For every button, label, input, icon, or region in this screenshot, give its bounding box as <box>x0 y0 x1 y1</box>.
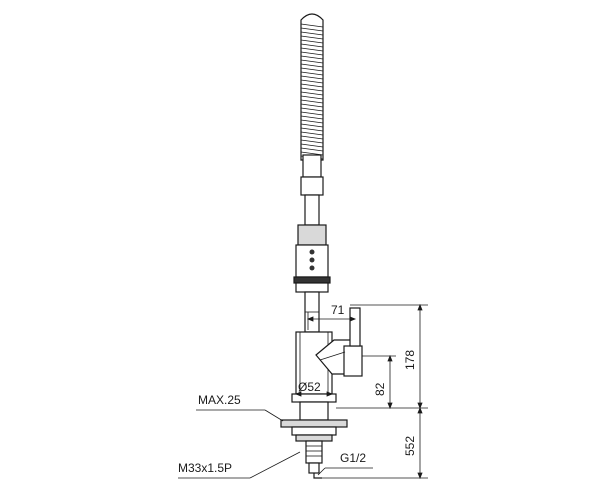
hose-coil <box>300 87 324 92</box>
hose-coil <box>300 67 324 72</box>
dim-178-label: 178 <box>403 350 417 370</box>
hose-coil <box>300 143 324 148</box>
hose-coil <box>300 71 324 76</box>
dim-552-label: 552 <box>403 436 417 456</box>
hose-coil <box>300 59 324 64</box>
mounting-plate <box>280 419 348 442</box>
callout-max-thickness: MAX.25 <box>198 393 241 407</box>
hose-coil <box>300 31 324 36</box>
hose-coil <box>300 95 324 100</box>
leader-lines <box>178 409 373 479</box>
hose-coil <box>300 47 324 52</box>
callout-mount-thread: M33x1.5P <box>178 461 232 475</box>
hose-coil <box>300 39 324 44</box>
dim-71-label: 71 <box>331 303 345 317</box>
hose-coil <box>300 111 324 116</box>
threaded-shank <box>305 440 323 479</box>
hose-coil <box>300 35 324 40</box>
dim-82-label: 82 <box>373 382 387 396</box>
hose-coil <box>300 63 324 68</box>
hose-coil <box>300 131 324 136</box>
hose-coil <box>300 99 324 104</box>
spring-hose <box>300 13 324 161</box>
dimension-lines <box>294 303 428 480</box>
hose-coil <box>300 51 324 56</box>
faucet-body <box>295 331 363 395</box>
hose-coil <box>300 127 324 132</box>
base-flange <box>291 393 337 421</box>
spray-head <box>293 154 331 293</box>
hose-coil <box>300 115 324 120</box>
hose-coil <box>300 103 324 108</box>
callout-inlet-thread: G1/2 <box>340 451 366 465</box>
hose-coil <box>300 119 324 124</box>
faucet-neck <box>304 291 320 333</box>
hose-coil <box>300 79 324 84</box>
hose-coil <box>300 91 324 96</box>
hose-coil <box>300 43 324 48</box>
hose-coil <box>300 75 324 80</box>
hose-coil <box>300 123 324 128</box>
hose-coil <box>300 107 324 112</box>
hose-coil <box>300 55 324 60</box>
dim-diameter-label: Ø52 <box>298 380 321 394</box>
hose-coil <box>300 83 324 88</box>
lever-handle <box>349 307 361 347</box>
hose-coil <box>300 139 324 144</box>
hose-coil <box>300 27 324 32</box>
hose-coil <box>300 23 324 28</box>
hose-coil <box>300 135 324 140</box>
hose-coil <box>300 147 324 152</box>
